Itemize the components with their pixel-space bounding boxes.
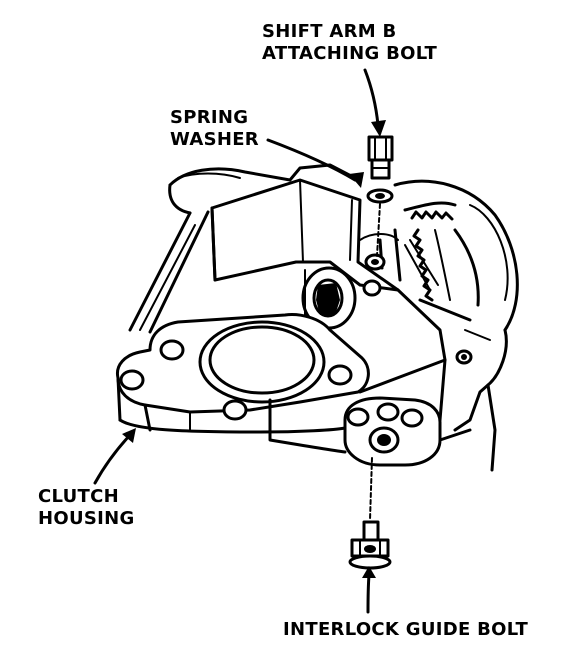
interlock-arrowhead <box>362 566 376 578</box>
bolt-alignment-line <box>376 203 381 257</box>
label-interlock-guide-bolt: INTERLOCK GUIDE BOLT <box>283 619 529 640</box>
label-spring-washer: SPRING WASHER <box>170 107 259 151</box>
label-shift-arm-line1: SHIFT ARM B <box>262 21 397 42</box>
label-spring-line1: SPRING <box>170 107 249 128</box>
housing-shell-background <box>168 163 519 472</box>
spring-washer <box>366 188 394 204</box>
label-clutch-line2: HOUSING <box>38 508 135 529</box>
label-shift-arm-line2: ATTACHING BOLT <box>262 43 438 64</box>
housing-left-rail <box>128 210 210 334</box>
center-boss <box>301 266 357 330</box>
leader-arrows <box>93 68 386 614</box>
shift-arm-arrowhead <box>371 120 386 137</box>
right-lug <box>343 396 472 467</box>
housing-upper-block <box>210 178 472 362</box>
upper-mount-bolt <box>362 253 386 297</box>
spring-washer-arrowhead <box>349 172 364 188</box>
interlock-alignment-line <box>369 457 373 521</box>
clutch-housing-arrowhead <box>122 428 136 443</box>
label-spring-line2: WASHER <box>170 129 259 150</box>
interlock-guide-bolt <box>348 520 392 570</box>
small-side-hole-center <box>461 354 467 360</box>
housing-lower-body <box>118 358 447 454</box>
front-flange-plate <box>115 313 370 432</box>
gear-teeth <box>403 201 491 341</box>
label-clutch-line1: CLUTCH <box>38 486 120 507</box>
shift-arm-bolt <box>367 135 394 180</box>
label-shift-arm-bolt: SHIFT ARM B ATTACHING BOLT <box>262 21 437 65</box>
label-clutch-housing: CLUTCH HOUSING <box>38 486 135 530</box>
